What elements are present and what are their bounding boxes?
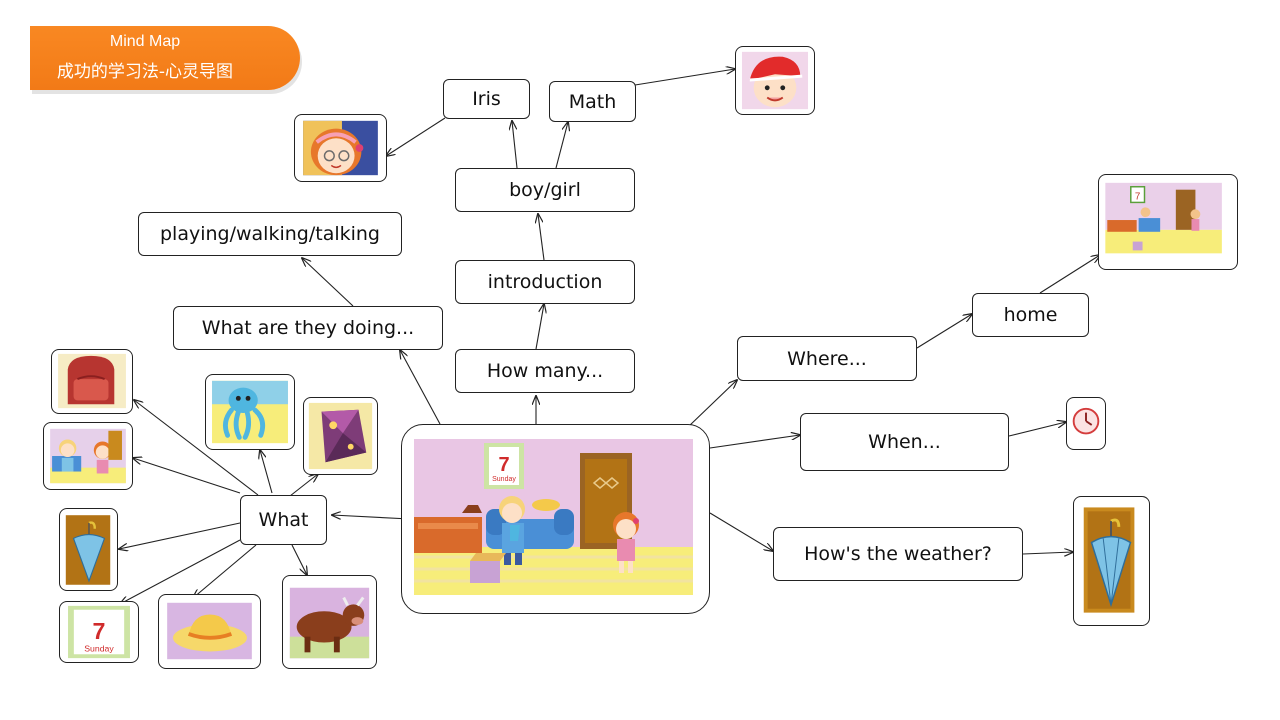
node-introduction[interactable]: introduction	[455, 260, 635, 304]
backpack-icon[interactable]	[51, 349, 133, 414]
clock-icon[interactable]	[1066, 397, 1106, 450]
node-what[interactable]: What	[240, 495, 327, 545]
children-icon[interactable]	[43, 422, 133, 490]
banner-subtitle: 成功的学习法-心灵导图	[56, 62, 234, 82]
calendar-weekday: Sunday	[84, 643, 114, 653]
banner-title: Mind Map	[109, 33, 181, 50]
center-calendar-day: 7	[498, 454, 509, 476]
hat-icon[interactable]	[158, 594, 261, 669]
cow-icon[interactable]	[282, 575, 377, 669]
node-boy-girl[interactable]: boy/girl	[455, 168, 635, 212]
calendar-day: 7	[93, 618, 106, 644]
mind-map-banner: Mind Map 成功的学习法-心灵导图	[30, 26, 300, 90]
node-how-many[interactable]: How many...	[455, 349, 635, 393]
node-home[interactable]: home	[972, 293, 1089, 337]
node-when[interactable]: When...	[800, 413, 1009, 471]
kite-icon[interactable]	[303, 397, 378, 475]
center-calendar-weekday: Sunday	[492, 476, 516, 483]
umbrella-icon[interactable]	[1073, 496, 1150, 626]
calendar-icon[interactable]: 7 Sunday	[59, 601, 139, 663]
node-where[interactable]: Where...	[737, 336, 917, 381]
octopus-icon[interactable]	[205, 374, 295, 450]
node-weather[interactable]: How's the weather?	[773, 527, 1023, 581]
boy-face-icon[interactable]	[735, 46, 815, 115]
room-scene-icon[interactable]: 7	[1098, 174, 1238, 270]
node-iris[interactable]: Iris	[443, 79, 530, 119]
node-playing[interactable]: playing/walking/talking	[138, 212, 402, 256]
node-what-doing[interactable]: What are they doing...	[173, 306, 443, 350]
home-calendar-day: 7	[1135, 191, 1140, 202]
umbrella-small-icon[interactable]	[59, 508, 118, 591]
room-scene-illustration: 7 Sunday	[414, 439, 693, 595]
center-room-scene[interactable]: 7 Sunday	[401, 424, 710, 614]
girl-face-icon[interactable]	[294, 114, 387, 182]
node-math[interactable]: Math	[549, 81, 636, 122]
